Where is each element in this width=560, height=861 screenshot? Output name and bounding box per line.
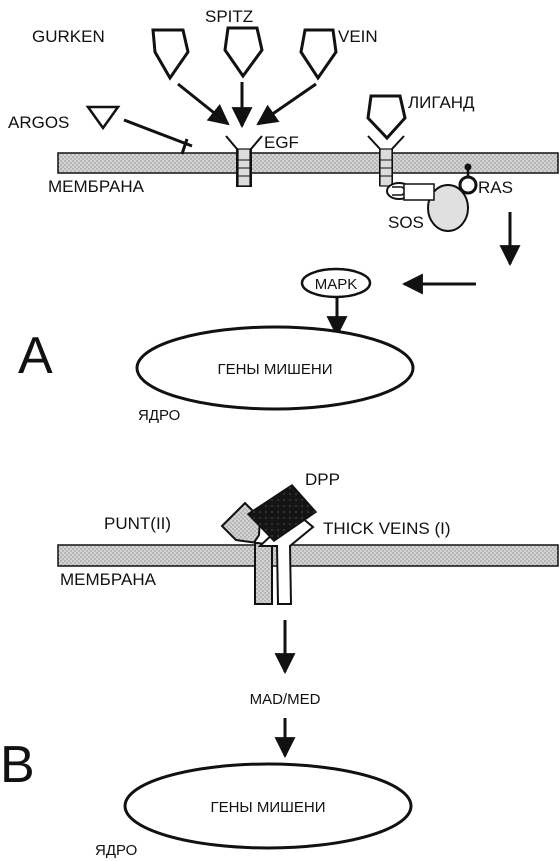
panel-a-letter: A [18, 327, 53, 385]
egf-label: EGF [264, 133, 299, 152]
membrane-a-label: МЕМБРАНА [48, 177, 145, 196]
panel-b-letter: B [0, 736, 35, 794]
panel-a: GURKEN SPITZ VEIN ARGOS EGF ЛИГАНД [8, 7, 558, 424]
target-genes-a-label: ГЕНЫ МИШЕНИ [217, 361, 332, 378]
gurken-arrow [178, 84, 228, 124]
punt-label: PUNT(II) [104, 514, 171, 533]
panel-b: DPP PUNT(II) THICK VEINS (I) МЕМБРАНА MA… [0, 470, 558, 859]
nucleus-a-label: ЯДРО [138, 407, 180, 424]
mapk-label: MAPK [315, 276, 358, 293]
gurken-ligand-shape [153, 30, 188, 78]
membrane-b-label: МЕМБРАНА [60, 570, 157, 589]
argos-triangle-icon [88, 107, 118, 128]
spitz-ligand-shape [225, 28, 262, 76]
membrane-b [58, 545, 558, 566]
ligand-right-shape [368, 96, 405, 138]
spitz-label: SPITZ [205, 7, 253, 26]
dpp-label: DPP [305, 470, 340, 489]
gurken-label: GURKEN [32, 27, 105, 46]
vein-ligand-shape [301, 30, 336, 78]
thick-veins-label: THICK VEINS (I) [323, 519, 451, 538]
sos-bridge [404, 184, 434, 200]
target-genes-b-label: ГЕНЫ МИШЕНИ [210, 799, 325, 816]
ras-label: RAS [478, 178, 513, 197]
argos-inhibition-line [124, 120, 192, 146]
ras-anchor-dot [465, 164, 472, 171]
membrane-a [58, 153, 558, 173]
argos-label: ARGOS [8, 113, 69, 132]
mad-med-label: MAD/MED [250, 691, 321, 708]
ligand-right-label: ЛИГАНД [408, 93, 475, 112]
vein-label: VEIN [338, 27, 378, 46]
sos-label: SOS [388, 213, 424, 232]
ras-shape [460, 177, 476, 193]
nucleus-b-label: ЯДРО [95, 842, 137, 859]
vein-arrow [258, 84, 316, 124]
